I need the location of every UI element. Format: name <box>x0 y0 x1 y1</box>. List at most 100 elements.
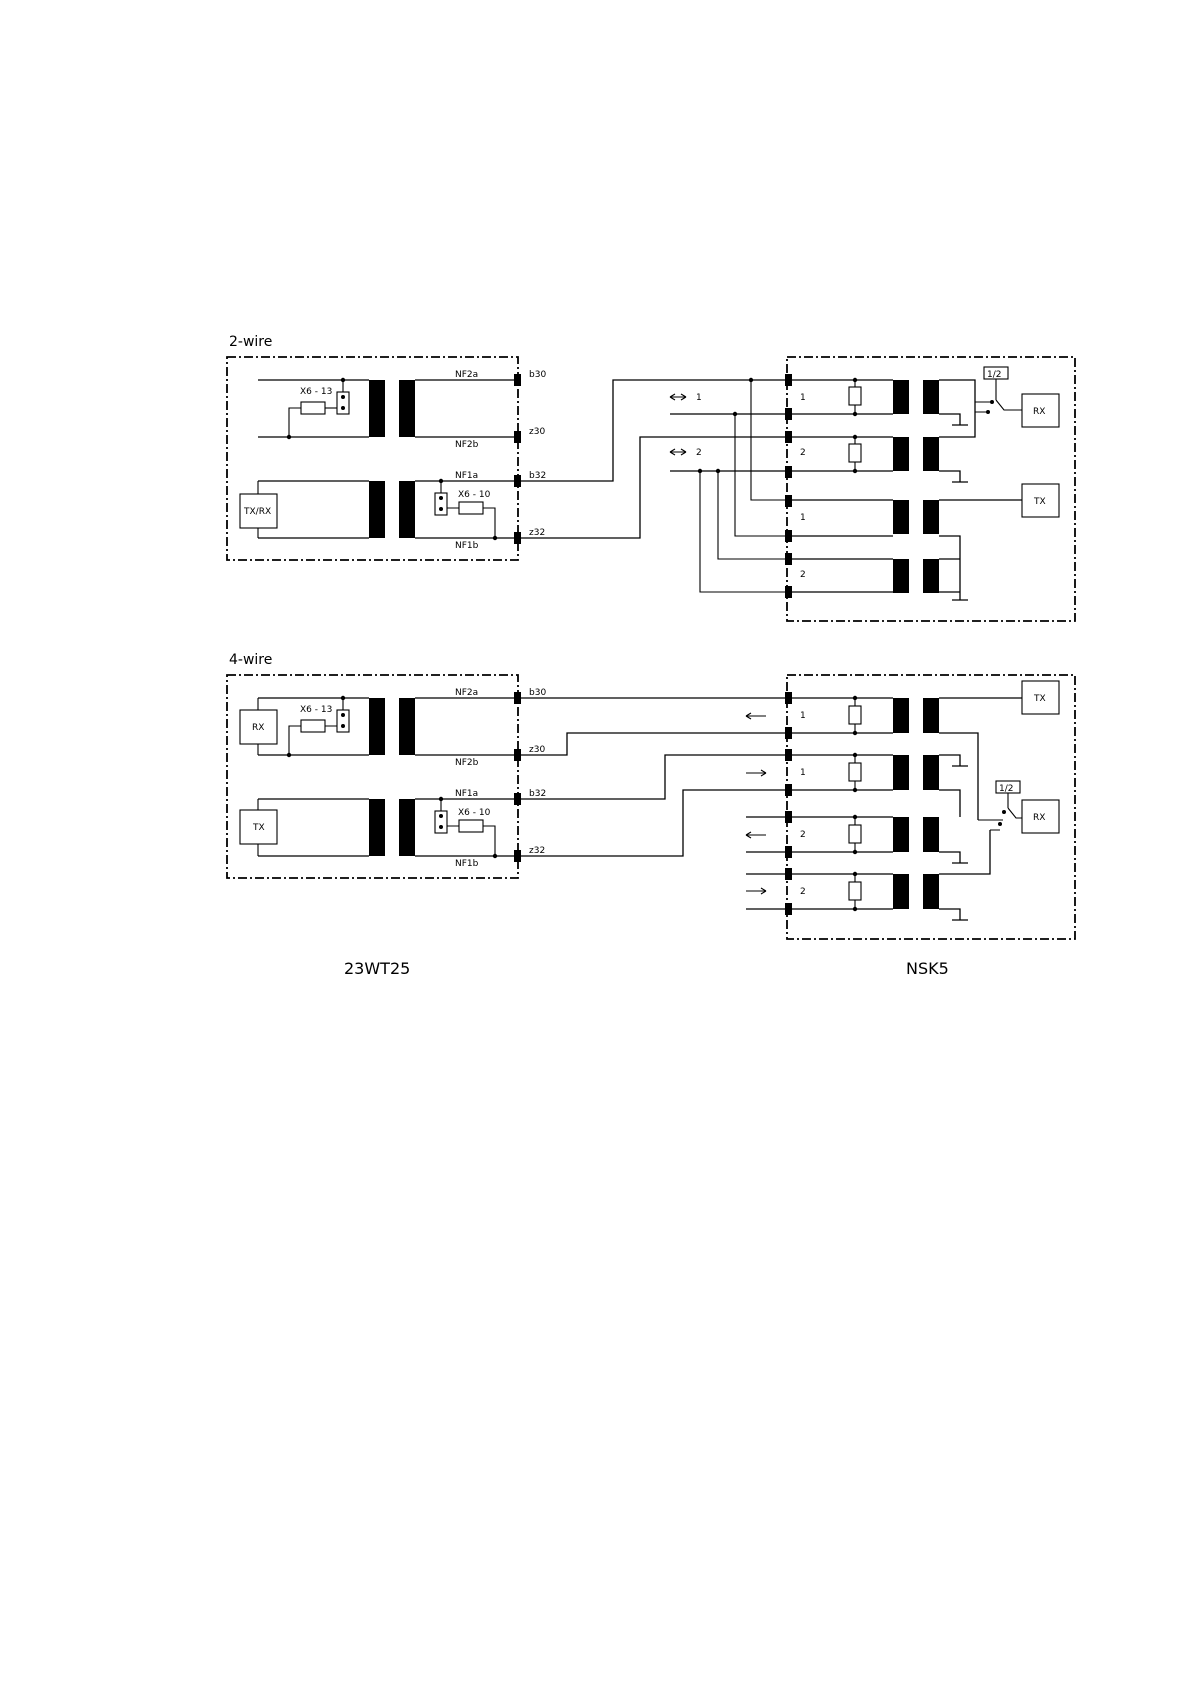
junction-dot <box>493 854 497 858</box>
junction-dot <box>439 479 443 483</box>
terminal-label: b30 <box>529 688 546 698</box>
switch-contact <box>990 400 994 404</box>
terminal-label: b30 <box>529 370 546 380</box>
transformer-core <box>369 799 385 856</box>
terminal-block <box>514 374 521 386</box>
bidirectional-arrow <box>670 449 686 455</box>
junction-dot <box>853 469 857 473</box>
junction-dot <box>341 696 345 700</box>
interconnect-wires <box>521 380 786 538</box>
jumper-pin <box>439 496 443 500</box>
junction-dot <box>853 412 857 416</box>
junction-dot <box>853 872 857 876</box>
bidirectional-arrow <box>670 394 686 400</box>
terminal-block <box>514 749 521 761</box>
channel-label: 2 <box>800 830 806 840</box>
secondary-wires <box>939 500 1022 600</box>
channel-wires <box>746 817 792 909</box>
jumper-label: X6 - 13 <box>300 705 332 715</box>
arrow-left <box>746 713 766 719</box>
transformer-core <box>893 559 909 593</box>
transformer-core <box>369 481 385 538</box>
hybrid-wires <box>792 380 893 471</box>
hybrid-wires <box>792 698 893 909</box>
junction-dot <box>853 907 857 911</box>
jumper-pin <box>341 406 345 410</box>
junction-dot <box>287 435 291 439</box>
transformer-core <box>893 755 909 790</box>
transformer-core <box>369 698 385 755</box>
junction-dot <box>749 378 753 382</box>
jumper-pin <box>439 507 443 511</box>
signal-label: NF2a <box>455 688 478 698</box>
switch-contact <box>986 410 990 414</box>
jumper-label: X6 - 10 <box>458 490 491 500</box>
transformer-core <box>923 874 939 909</box>
signal-label: NF2b <box>455 758 479 768</box>
interconnect-wires <box>521 698 786 856</box>
channel-label: 1 <box>800 711 806 721</box>
junction-dot <box>853 788 857 792</box>
resistor <box>849 706 861 724</box>
terminal-block <box>785 466 792 478</box>
switch-contact <box>1002 810 1006 814</box>
switch-contact <box>998 822 1002 826</box>
rx-label: RX <box>252 723 264 733</box>
channel-label: 2 <box>800 448 806 458</box>
junction-dot <box>853 696 857 700</box>
junction-dot <box>853 435 857 439</box>
channel-label: 2 <box>696 448 702 458</box>
transformer-core <box>399 380 415 437</box>
jumper-pin <box>341 395 345 399</box>
left-device-label: 23WT25 <box>344 959 410 978</box>
junction-dot <box>853 753 857 757</box>
channel-wires <box>670 414 792 471</box>
signal-label: NF1b <box>455 859 479 869</box>
signal-label: NF1b <box>455 541 479 551</box>
jumper-pin <box>439 814 443 818</box>
resistor <box>849 825 861 843</box>
channel-label: 1 <box>800 393 806 403</box>
resistor <box>459 502 483 514</box>
transformer-core <box>923 559 939 593</box>
transformer-core <box>893 437 909 471</box>
signal-label: NF2b <box>455 440 479 450</box>
terminal-block <box>785 374 792 386</box>
jumper-pin <box>439 825 443 829</box>
four-wire-section: 4-wire RX X6 - 13 TX X6 - 10 NF2a NF2b N… <box>227 652 1075 939</box>
channel-label: 1 <box>800 513 806 523</box>
transformer-core <box>893 817 909 852</box>
junction-dot <box>853 731 857 735</box>
terminal-block <box>514 431 521 443</box>
two-wire-section: 2-wire X6 - 13 TX/RX X6 - 10 NF2a <box>227 334 1075 621</box>
rx-label: RX <box>1033 813 1045 823</box>
tx-label: TX <box>252 823 265 833</box>
signal-label: NF1a <box>455 789 478 799</box>
jumper-label: X6 - 10 <box>458 808 491 818</box>
terminal-block <box>514 850 521 862</box>
transformer-core <box>893 698 909 733</box>
resistor <box>849 882 861 900</box>
txrx-label: TX/RX <box>243 507 271 517</box>
terminal-label: z32 <box>529 846 545 856</box>
transformer-core <box>923 380 939 414</box>
transformer-core <box>369 380 385 437</box>
terminal-block <box>514 475 521 487</box>
rx-label: RX <box>1033 407 1045 417</box>
junction-dot <box>698 469 702 473</box>
terminal-label: z32 <box>529 528 545 538</box>
junction-dot <box>733 412 737 416</box>
arrow-left <box>746 832 766 838</box>
junction-dot <box>853 378 857 382</box>
resistor <box>459 820 483 832</box>
terminal-block <box>785 784 792 796</box>
terminal-label: b32 <box>529 471 546 481</box>
transformer-core <box>399 481 415 538</box>
transformer-core <box>399 698 415 755</box>
two-wire-title: 2-wire <box>229 334 272 350</box>
four-wire-title: 4-wire <box>229 652 272 668</box>
junction-dot <box>853 850 857 854</box>
transformer-core <box>923 500 939 534</box>
terminal-label: b32 <box>529 789 546 799</box>
